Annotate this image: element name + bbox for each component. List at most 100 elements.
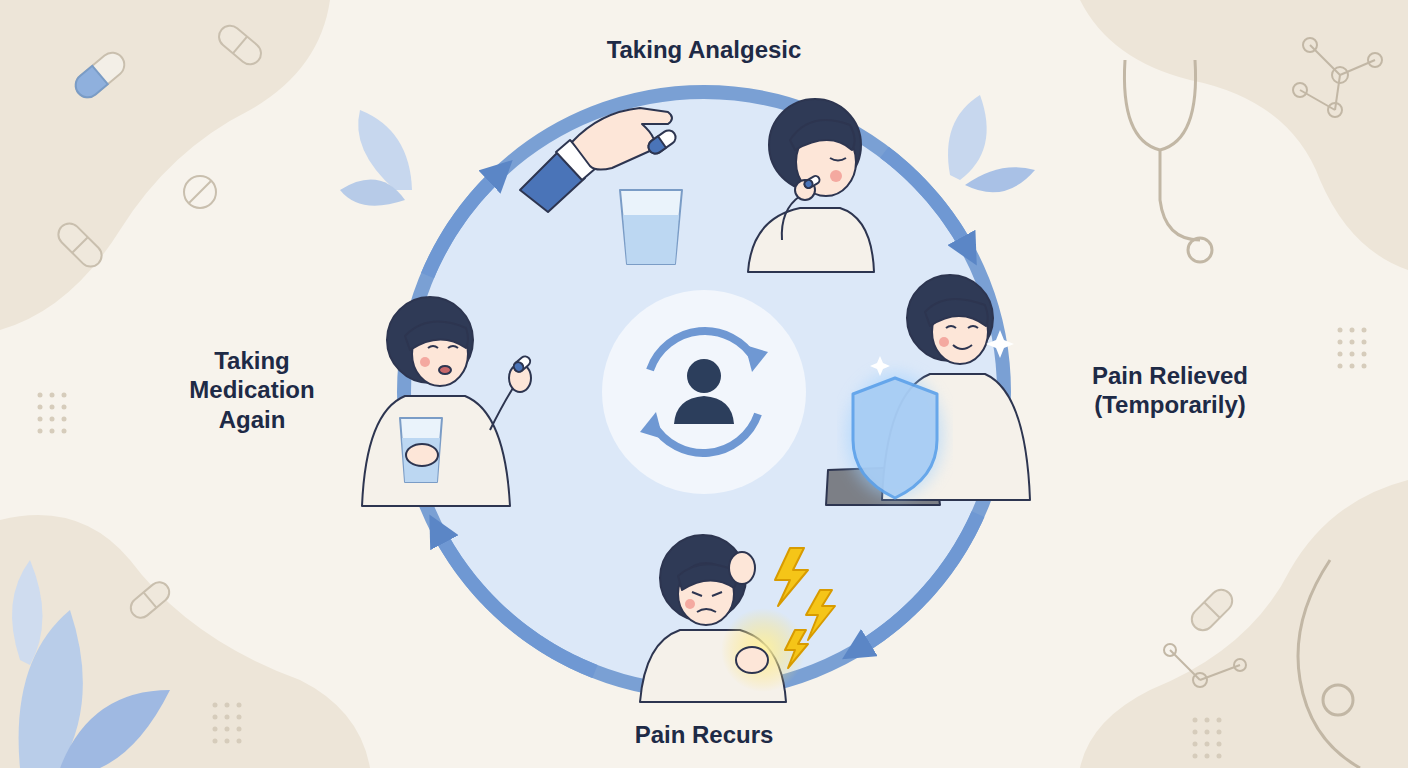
decoration xyxy=(729,552,755,584)
decoration xyxy=(803,175,821,190)
decoration xyxy=(1193,718,1198,723)
decoration xyxy=(953,345,972,349)
decoration xyxy=(1193,673,1207,687)
decoration xyxy=(803,175,821,190)
decoration xyxy=(1193,742,1198,747)
stage-taking-analgesic xyxy=(520,99,874,272)
cycle-arrow xyxy=(884,152,967,248)
decoration xyxy=(1205,730,1210,735)
decoration xyxy=(853,378,937,498)
cycle-arrow xyxy=(428,173,499,275)
stage-taking-again xyxy=(362,297,532,506)
decoration xyxy=(184,176,216,208)
stage-pain-relieved xyxy=(826,275,1030,505)
decoration xyxy=(144,592,157,607)
decoration xyxy=(1293,83,1307,97)
decoration xyxy=(213,715,218,720)
dot-grid xyxy=(38,328,1367,759)
decoration xyxy=(0,0,330,330)
decoration xyxy=(830,158,846,161)
decoration xyxy=(1205,718,1210,723)
decoration xyxy=(237,715,242,720)
decoration xyxy=(782,196,800,240)
decoration xyxy=(400,418,442,482)
decoration xyxy=(620,190,682,264)
decoration xyxy=(71,66,108,102)
decoration xyxy=(1362,328,1367,333)
decoration xyxy=(54,219,106,271)
decoration xyxy=(1323,685,1353,715)
decoration xyxy=(1362,340,1367,345)
decoration xyxy=(405,322,468,350)
decoration xyxy=(1338,340,1343,345)
decoration xyxy=(685,599,695,609)
decoration xyxy=(225,727,230,732)
decoration xyxy=(1234,659,1246,671)
center-cycle-icon xyxy=(602,290,806,494)
decoration xyxy=(1338,328,1343,333)
decoration xyxy=(830,170,842,182)
decoration xyxy=(71,48,129,102)
decoration xyxy=(420,357,430,367)
decoration xyxy=(748,208,874,272)
decoration xyxy=(428,346,458,348)
decoration xyxy=(745,345,768,372)
stage-group: Pain Recurs xyxy=(600,520,840,760)
decoration xyxy=(1350,364,1355,369)
decoration xyxy=(692,592,722,596)
decoration xyxy=(1350,352,1355,357)
decoration xyxy=(38,417,43,422)
decoration xyxy=(790,120,855,150)
decoration xyxy=(1204,602,1220,618)
decoration xyxy=(50,393,55,398)
decoration xyxy=(1350,328,1355,333)
decoration xyxy=(806,590,835,640)
stage-group: Taking Medication Again xyxy=(170,280,555,512)
decoration xyxy=(12,560,43,665)
decoration xyxy=(512,354,532,373)
stage-group: Pain Relieved (Temporarily) xyxy=(830,268,1280,510)
decoration xyxy=(1188,238,1212,262)
decoration xyxy=(340,180,405,206)
decoration xyxy=(1328,103,1342,117)
decoration xyxy=(1187,585,1236,634)
decoration xyxy=(1332,67,1348,83)
decoration xyxy=(1080,480,1408,768)
decoration xyxy=(646,136,666,156)
decoration xyxy=(71,48,129,102)
cycle-disc xyxy=(410,98,998,686)
stage-label: Pain Relieved (Temporarily) xyxy=(1070,361,1270,420)
decoration xyxy=(803,179,814,190)
decoration xyxy=(62,417,67,422)
decoration xyxy=(1160,150,1200,240)
cycle-arrow xyxy=(438,531,595,671)
decoration xyxy=(512,360,525,373)
decorative-icons xyxy=(54,21,1382,768)
decoration xyxy=(1293,38,1382,117)
decoration xyxy=(1193,730,1198,735)
decoration xyxy=(1338,364,1343,369)
decoration xyxy=(237,703,242,708)
decoration xyxy=(1124,60,1195,150)
decoration xyxy=(1217,742,1222,747)
decoration xyxy=(1303,38,1317,52)
decoration xyxy=(62,405,67,410)
leaves xyxy=(12,95,1035,768)
decoration xyxy=(0,515,370,768)
decoration xyxy=(1217,730,1222,735)
decoration xyxy=(213,727,218,732)
decoration xyxy=(189,181,211,203)
decoration xyxy=(939,337,949,347)
decoration xyxy=(439,366,451,374)
decoration xyxy=(986,330,1014,358)
decoration xyxy=(1350,340,1355,345)
decoration xyxy=(623,215,679,264)
decoration xyxy=(225,739,230,744)
decoration xyxy=(38,429,43,434)
decoration xyxy=(215,21,266,69)
decoration xyxy=(38,393,43,398)
